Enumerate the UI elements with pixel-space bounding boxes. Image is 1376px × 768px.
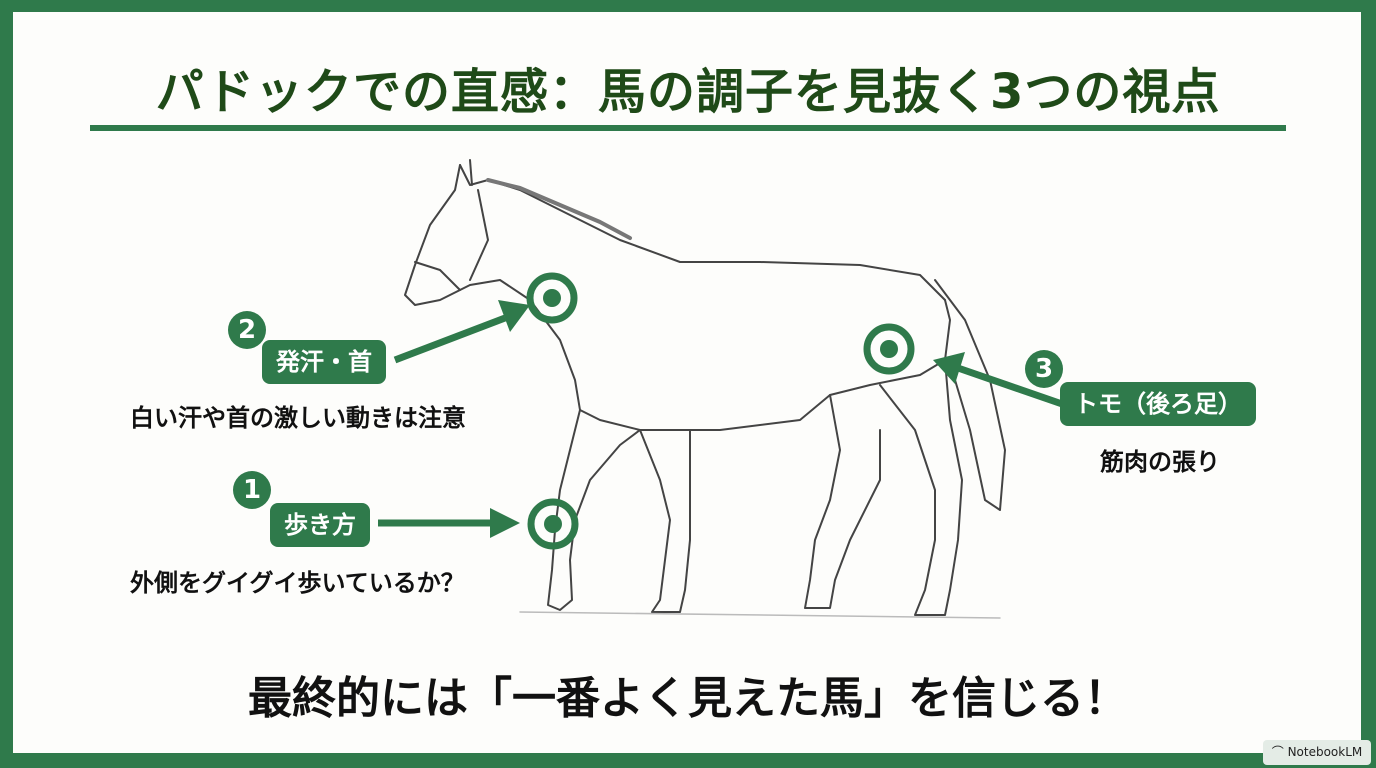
target-ring-neck <box>526 272 578 324</box>
conclusion-text: 最終的には「一番よく見えた馬」を信じる！ <box>248 673 1128 724</box>
arrow-3 <box>956 364 1067 409</box>
target-markers <box>526 272 915 550</box>
watermark-text: NotebookLM <box>1287 745 1363 759</box>
arrow-1-head <box>490 508 520 538</box>
title-underline <box>90 125 1286 131</box>
point-1-number: 1 <box>233 471 271 509</box>
point-2-label: 発汗・首 <box>262 340 386 384</box>
target-ring-hindquarters <box>863 323 915 375</box>
arrow-2-head <box>498 300 530 332</box>
arrow-2 <box>393 314 507 364</box>
point-2-number: 2 <box>228 311 266 349</box>
arrows <box>378 300 1067 538</box>
horse-sketch <box>404 159 1006 619</box>
notebooklm-logo-icon: ⌒ <box>1271 745 1284 759</box>
point-1-label: 歩き方 <box>270 503 370 547</box>
point-2-description: 白い汗や首の激しい動きは注意 <box>130 404 466 432</box>
page-title: パドックでの直感：馬の調子を見抜く3つの視点 <box>155 64 1221 120</box>
point-3-description: 筋肉の張り <box>1100 448 1220 476</box>
target-ring-leg <box>527 498 579 550</box>
arrow-3-head <box>933 352 965 384</box>
point-3-label: トモ（後ろ足） <box>1060 382 1256 426</box>
point-3-number: 3 <box>1025 350 1063 388</box>
point-1-description: 外側をグイグイ歩いているか？ <box>130 569 465 597</box>
notebooklm-watermark: ⌒ NotebookLM <box>1263 740 1371 765</box>
